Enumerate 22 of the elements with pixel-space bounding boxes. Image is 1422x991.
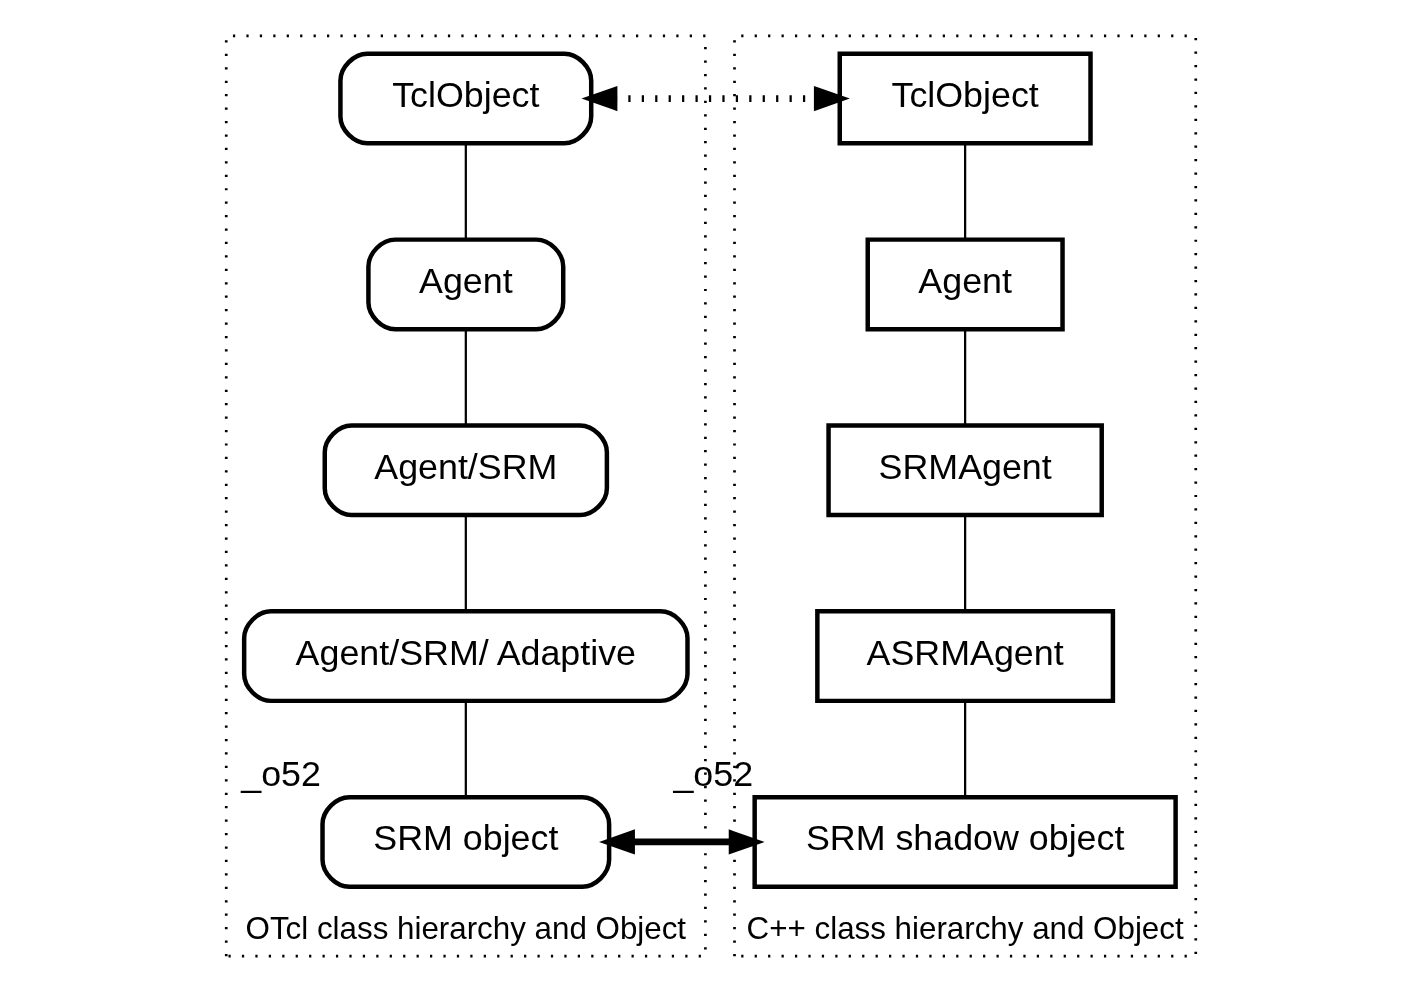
- node-box: SRM object: [320, 794, 612, 889]
- connector: [964, 700, 967, 797]
- node-box: TclObject: [837, 51, 1093, 146]
- connector: [464, 700, 467, 797]
- arrow: [581, 85, 850, 111]
- node-box: TclObject: [338, 51, 594, 146]
- connector: [964, 143, 967, 239]
- arrow: [599, 828, 765, 854]
- node-box: ASRMAgent: [815, 608, 1116, 703]
- node-box: Agent: [366, 236, 566, 331]
- node-label: _o52: [673, 753, 754, 794]
- connector: [964, 329, 967, 425]
- node-box: SRM shadow object: [752, 794, 1178, 889]
- node-box: Agent/SRM/ Adaptive: [241, 608, 690, 703]
- connector: [464, 143, 467, 239]
- node-box: Agent/SRM: [322, 422, 610, 517]
- node-box: SRMAgent: [826, 422, 1104, 517]
- node-box: Agent: [865, 236, 1065, 331]
- connector: [964, 515, 967, 611]
- connector: [464, 329, 467, 425]
- node-label: _o52: [241, 753, 321, 794]
- connector: [464, 515, 467, 611]
